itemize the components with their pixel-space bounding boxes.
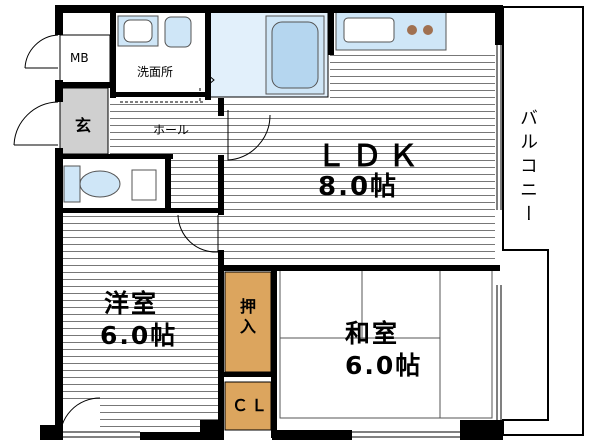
- window-lines: [63, 45, 502, 438]
- western-room-size-label: 6.0帖: [100, 321, 178, 350]
- kitchen-floor: [330, 50, 495, 100]
- balcony: [502, 6, 584, 436]
- oshiire-label: 押入: [237, 298, 256, 338]
- toilet-sink-icon: [131, 169, 157, 201]
- western-room-label: 洋室: [104, 289, 159, 318]
- hall-floor-lower: [165, 158, 220, 213]
- walls: [40, 5, 503, 440]
- balcony-label: バルコニー: [517, 108, 538, 228]
- washer-icon: [164, 16, 192, 48]
- stove-burner-icon: [407, 25, 417, 35]
- japanese-room-size-label: 6.0帖: [345, 351, 423, 380]
- ldk-label: ＬＤＫ: [316, 139, 424, 174]
- toilet-bowl-icon: [79, 170, 121, 198]
- ldk-size-label: 8.0帖: [318, 172, 399, 202]
- entrance-floor: [59, 87, 109, 155]
- toilet-tank-icon: [63, 165, 81, 203]
- washbasin-bowl-icon: [123, 19, 153, 43]
- ldk-floor: [220, 98, 495, 266]
- hall-label: ホール: [153, 123, 190, 137]
- door-swings: [13, 34, 271, 441]
- cl-closet: [224, 381, 272, 431]
- japanese-room-label: 和室: [345, 319, 400, 348]
- stove-burner-icon: [423, 25, 433, 35]
- bathtub-inner-icon: [271, 21, 319, 89]
- hall-floor: [110, 100, 220, 158]
- entrance-label: 玄: [75, 116, 92, 135]
- western-room-floor: [60, 215, 220, 400]
- washroom-label: 洗面所: [137, 65, 174, 79]
- japanese-room-floor: [278, 270, 495, 420]
- kitchen-sink-icon: [343, 17, 395, 43]
- oshiire-closet: [224, 271, 272, 373]
- mb-label: MB: [70, 51, 89, 65]
- closet-label: ＣＬ: [232, 396, 271, 415]
